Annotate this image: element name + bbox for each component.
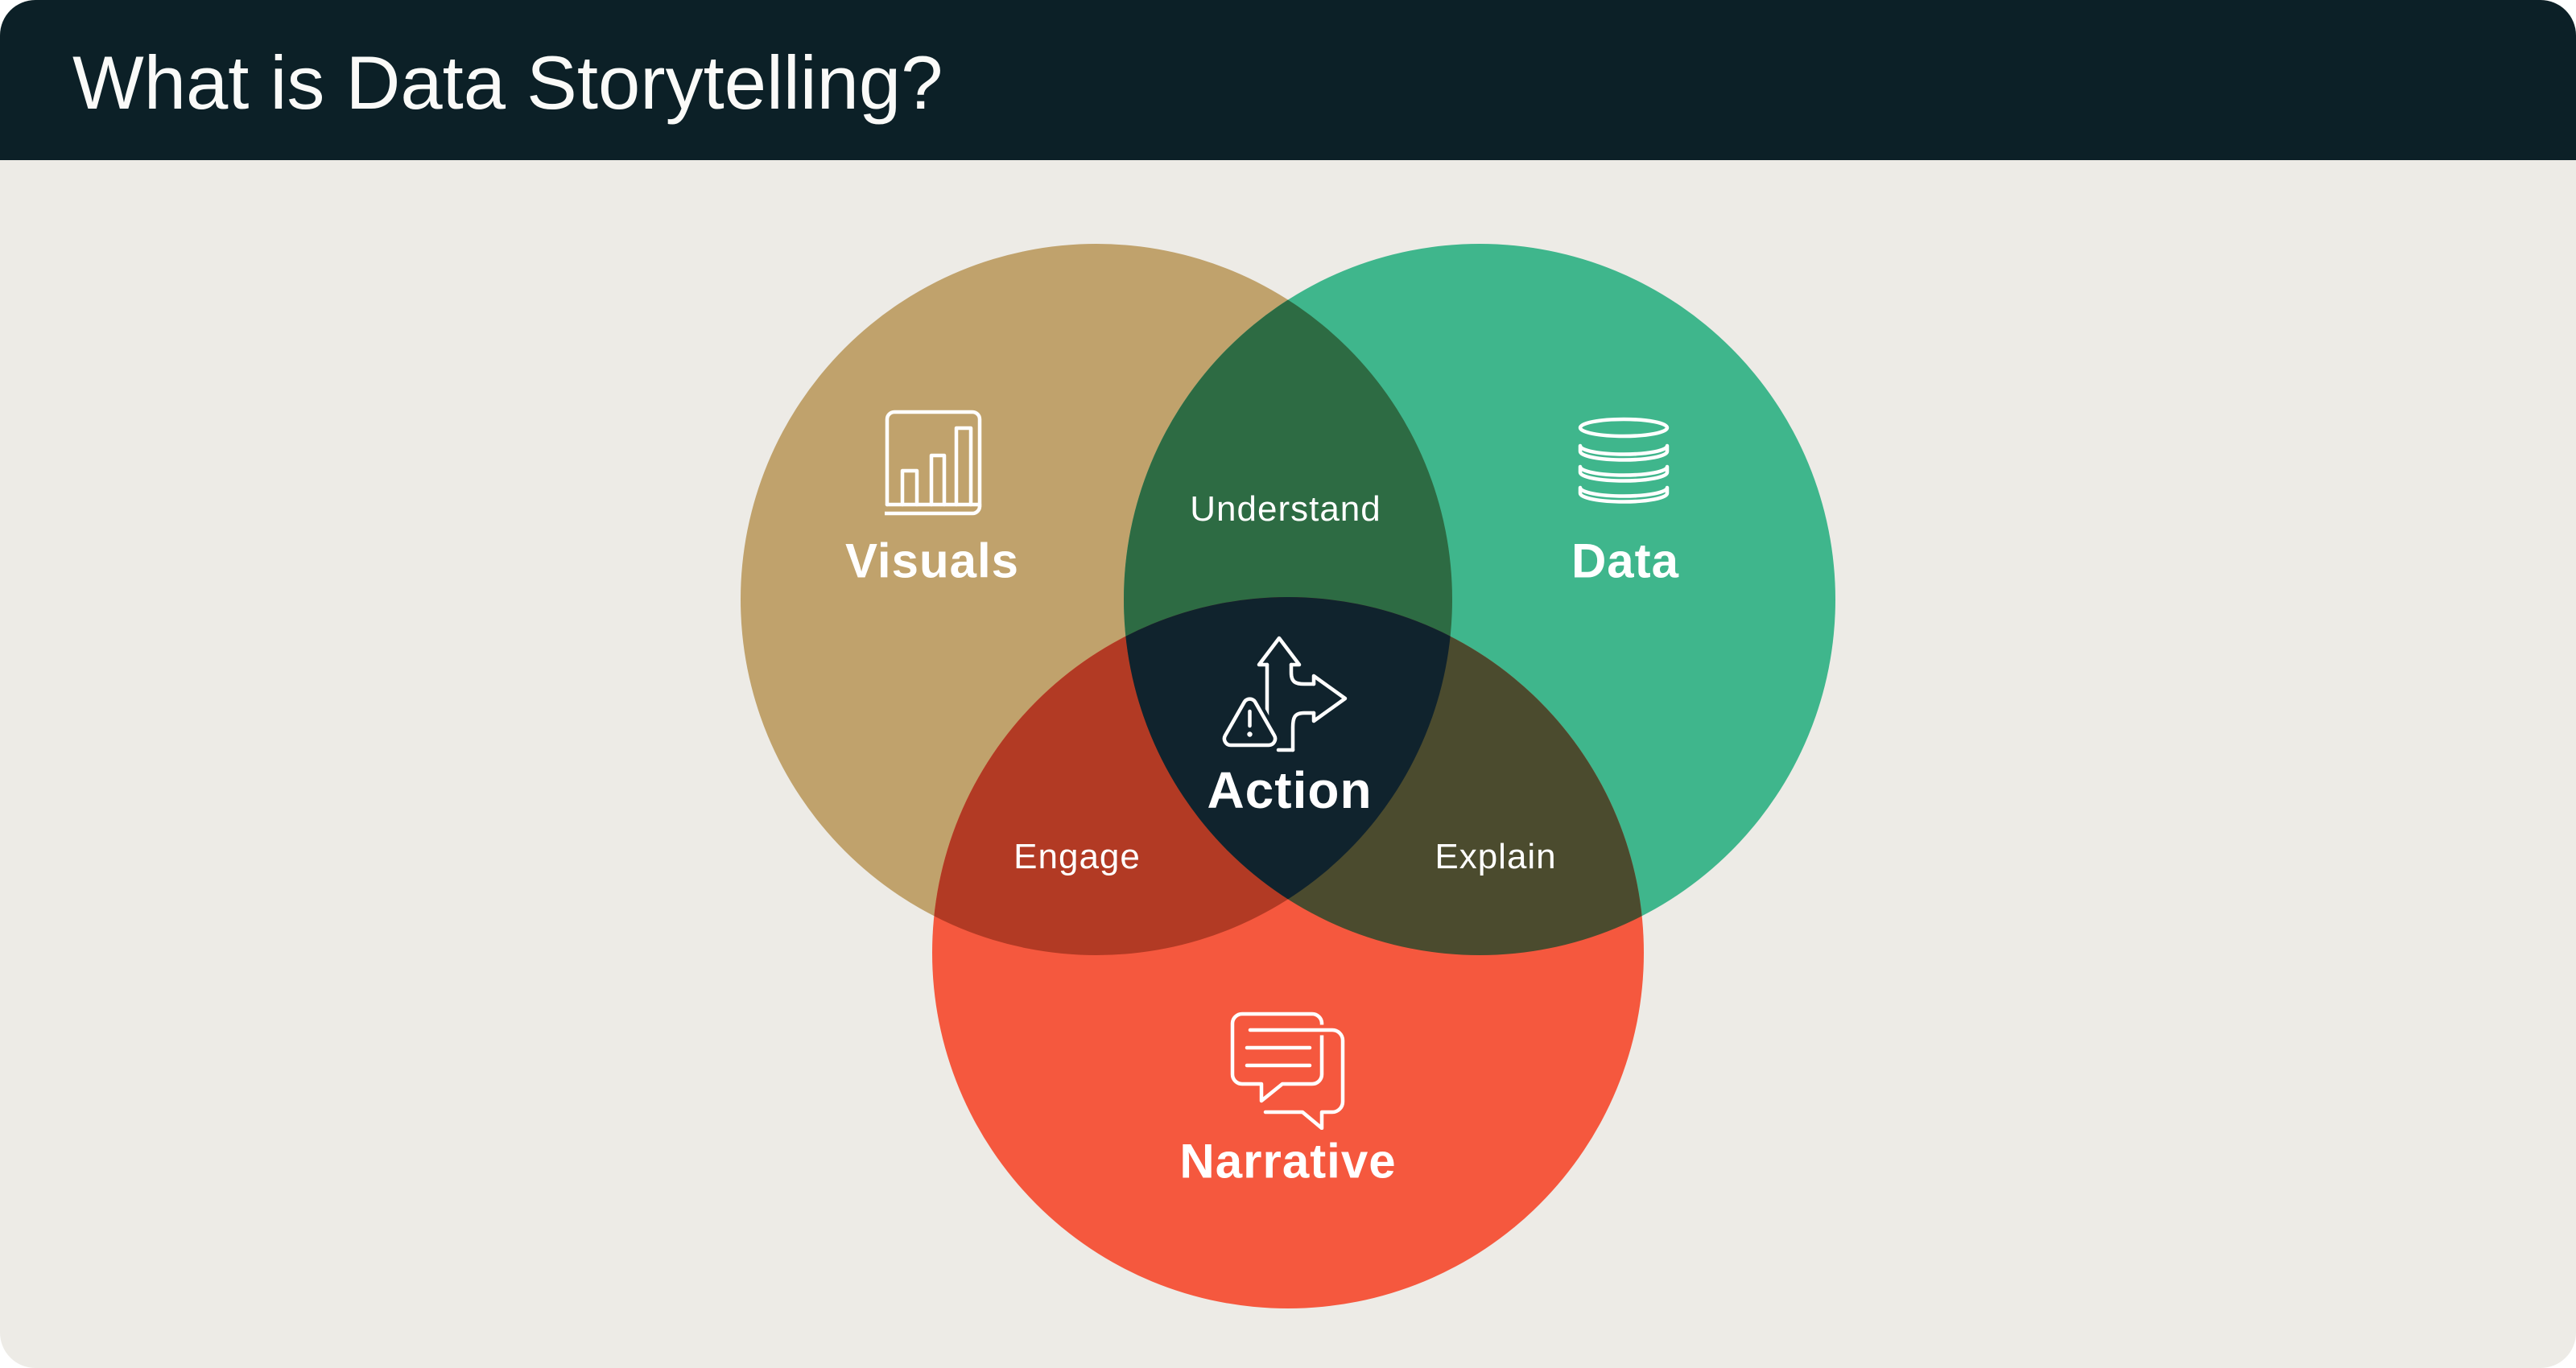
- header-bar: What is Data Storytelling?: [0, 0, 2576, 160]
- chat-bubbles-icon: [1229, 1007, 1346, 1130]
- explain-label: Explain: [1435, 837, 1557, 876]
- bar-chart-icon: [885, 410, 982, 516]
- visuals-label: Visuals: [844, 534, 1020, 588]
- narrative-label: Narrative: [1179, 1134, 1397, 1189]
- page-title: What is Data Storytelling?: [72, 40, 943, 125]
- understand-label: Understand: [1190, 489, 1381, 529]
- decision-arrows-icon: [1211, 628, 1364, 764]
- database-icon: [1577, 417, 1670, 507]
- data-label: Data: [1571, 534, 1680, 588]
- action-label: Action: [1207, 761, 1373, 819]
- engage-label: Engage: [1013, 837, 1141, 876]
